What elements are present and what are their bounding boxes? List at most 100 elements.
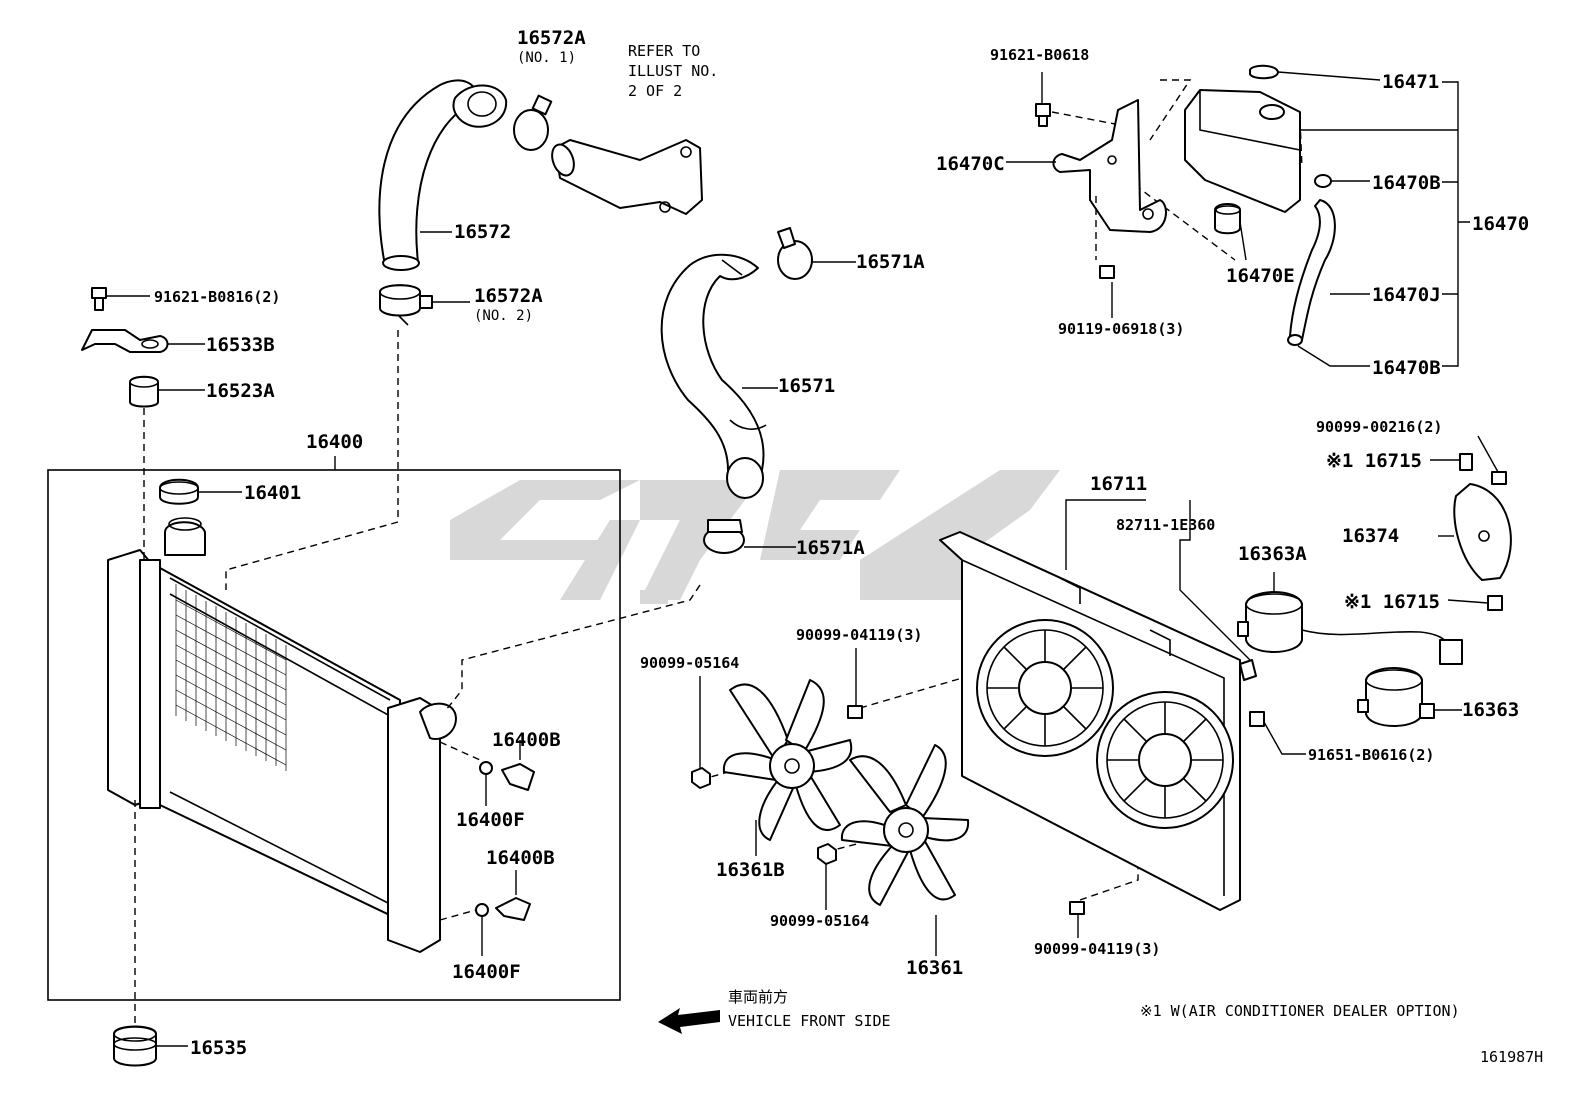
nut-90099-05164-a <box>691 676 711 789</box>
label-16571A-bottom: 16571A <box>796 537 865 559</box>
hose-end <box>382 255 420 271</box>
reservoir-tank-16470 <box>1134 64 1381 261</box>
filler-neck <box>164 521 206 556</box>
fan-shroud-16711 <box>939 531 1241 911</box>
clip-16470B-upper <box>1314 174 1370 188</box>
reservoir-cap-16471 <box>1249 64 1279 80</box>
label-90119-06918: 90119-06918(3) <box>1058 320 1184 338</box>
lower-inlet <box>419 702 457 740</box>
leader-82711 <box>1179 500 1251 661</box>
footnote: ※1 W(AIR CONDITIONER DEALER OPTION) <box>1140 1002 1460 1020</box>
label-16400F-lower: 16400F <box>452 961 521 983</box>
label-16400F-upper: 16400F <box>456 809 525 831</box>
hose-16470J <box>1289 199 1370 341</box>
label-91621-B0618: 91621-B0618 <box>990 46 1089 64</box>
label-16572A-top-sub: (NO. 1) <box>517 50 576 66</box>
radiator-assembly-box <box>47 469 621 1001</box>
bracket-16533B <box>81 329 205 353</box>
bolt-91621-B0816 <box>91 287 150 311</box>
bolt-91651-B0616 <box>1249 711 1306 755</box>
vehicle-front-jp: 車両前方 <box>728 988 788 1006</box>
label-16533B: 16533B <box>206 334 275 356</box>
label-16363: 16363 <box>1462 699 1519 721</box>
refer-note-line3: 2 OF 2 <box>628 82 682 100</box>
refer-note-line1: REFER TO <box>628 42 700 60</box>
fan-blade-16361 <box>840 744 970 906</box>
bolt-91621-B0618 <box>1035 72 1116 127</box>
label-90099-04119-lower: 90099-04119(3) <box>1034 940 1160 958</box>
label-16400: 16400 <box>306 431 363 453</box>
refer-note-line2: ILLUST NO. <box>628 62 718 80</box>
label-16361: 16361 <box>906 957 963 979</box>
label-16470: 16470 <box>1472 213 1529 235</box>
cushion-16523A <box>129 375 205 408</box>
label-16400B-lower: 16400B <box>486 847 555 869</box>
cover-16374 <box>1438 483 1512 581</box>
label-16571: 16571 <box>778 375 835 397</box>
motor-16363A <box>1237 572 1463 665</box>
watermark-logo <box>450 470 1060 604</box>
label-90099-04119-upper: 90099-04119(3) <box>796 626 922 644</box>
label-16470E: 16470E <box>1226 265 1295 287</box>
clip-82711-1E360 <box>1239 659 1257 681</box>
label-91621-B0816: 91621-B0816(2) <box>154 288 280 306</box>
drain-plug-16400B-upper <box>479 740 535 806</box>
label-91651-B0616: 91651-B0616(2) <box>1308 746 1434 764</box>
label-16715-lower: ※1 16715 <box>1344 591 1440 613</box>
label-16571A-top: 16571A <box>856 251 925 273</box>
label-16400B-upper: 16400B <box>492 729 561 751</box>
label-16470J: 16470J <box>1372 284 1441 306</box>
label-16470B-lower: 16470B <box>1372 357 1441 379</box>
label-16471: 16471 <box>1382 71 1439 93</box>
clip-16715-b <box>1447 595 1503 611</box>
vehicle-front-arrow <box>658 1008 720 1034</box>
water-outlet <box>554 139 703 215</box>
core-fins <box>175 584 287 771</box>
label-16523A: 16523A <box>206 380 275 402</box>
bolt-90099-04119-a <box>847 648 863 719</box>
cap-16470E <box>1214 203 1247 261</box>
lower-hose-group <box>660 227 856 554</box>
bolt-90099-04119-b <box>1069 901 1085 938</box>
radiator-16400 <box>107 517 457 953</box>
clip-16715-a <box>1430 453 1473 471</box>
clamp-16571A-top <box>777 227 813 280</box>
label-16572: 16572 <box>454 221 511 243</box>
label-16401: 16401 <box>244 482 301 504</box>
label-16572A-top: 16572A <box>517 27 586 49</box>
label-90099-05164-upper: 90099-05164 <box>640 654 739 672</box>
upper-hose-16572 <box>378 79 479 266</box>
label-16711: 16711 <box>1090 473 1147 495</box>
nut-90099-05164-b <box>817 843 837 910</box>
drain-plug-16400B-lower <box>475 870 531 956</box>
label-16715-upper: ※1 16715 <box>1326 450 1422 472</box>
label-16470C: 16470C <box>936 153 1005 175</box>
upper-hose-group <box>378 79 703 326</box>
label-16535: 16535 <box>190 1037 247 1059</box>
label-82711-1E360: 82711-1E360 <box>1116 516 1215 534</box>
leader-16711 <box>1065 499 1146 570</box>
bracket-16470-leaders <box>1300 81 1470 367</box>
hose-lower-end <box>726 457 764 499</box>
drawing-number: 161987H <box>1480 1048 1543 1066</box>
cushion-16535 <box>113 1025 188 1067</box>
fan-blade-16361B <box>722 679 853 841</box>
vehicle-front-en: VEHICLE FRONT SIDE <box>728 1012 891 1030</box>
screw-90099-00216 <box>1477 435 1507 485</box>
labels: 16572A (NO. 1) REFER TO ILLUST NO. 2 OF … <box>154 27 1543 1066</box>
label-16361B: 16361B <box>716 859 785 881</box>
clamp-16572A-no1 <box>513 94 553 151</box>
label-16572A-bottom-sub: (NO. 2) <box>474 308 533 324</box>
label-16363A: 16363A <box>1238 543 1307 565</box>
bracket-16470C <box>1006 99 1167 233</box>
right-tank <box>387 697 441 953</box>
label-90099-05164-lower: 90099-05164 <box>770 912 869 930</box>
label-90099-00216: 90099-00216(2) <box>1316 418 1442 436</box>
motor-16363 <box>1357 667 1462 727</box>
label-16572A-bottom: 16572A <box>474 285 543 307</box>
label-16470B-upper: 16470B <box>1372 172 1441 194</box>
label-16374: 16374 <box>1342 525 1399 547</box>
radiator-cap-16401 <box>159 478 242 505</box>
